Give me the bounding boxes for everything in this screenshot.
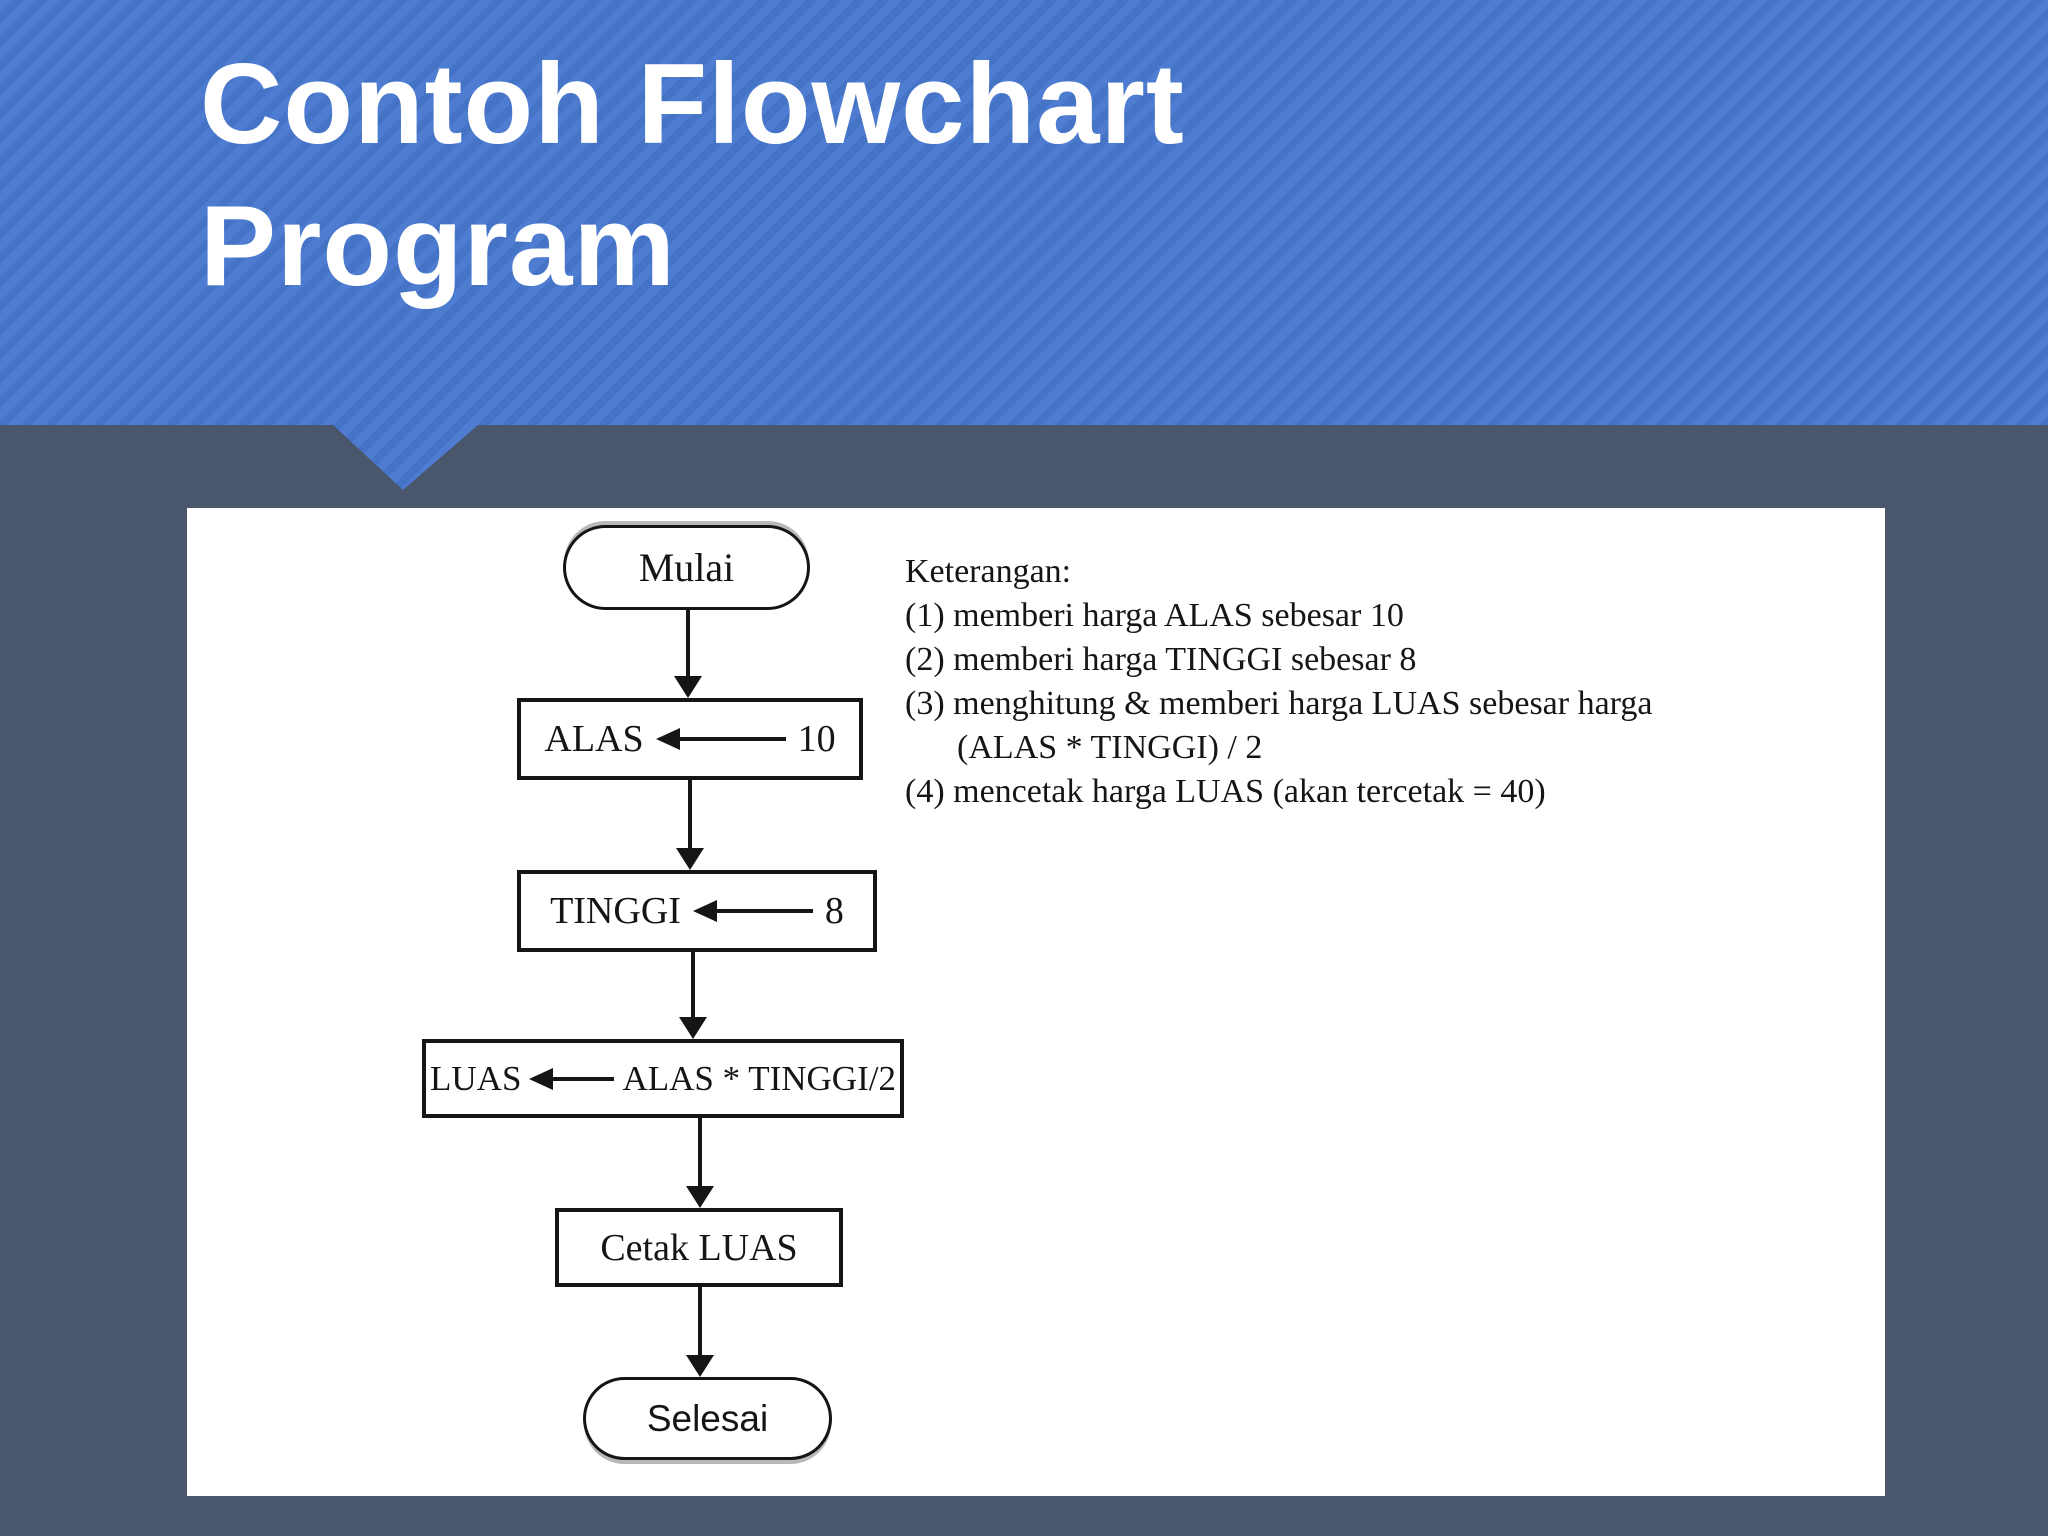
print-label: Cetak LUAS [600,1226,798,1269]
start-label: Mulai [638,545,735,590]
note-line: (2) memberi harga TINGGI sebesar 8 [905,641,1417,678]
slide-title-line2: Program [200,183,676,310]
arrow-shaft [691,952,695,1017]
arrow-head [679,1017,707,1039]
assign-arrow-icon [655,728,786,750]
assign-var: LUAS [430,1058,522,1098]
assign-arrow-icon [529,1067,615,1090]
notes-heading: Keterangan: [905,553,1072,590]
assign-var: ALAS [544,718,644,760]
slide-title: Contoh Flowchart Program [200,34,1185,318]
arrow-shaft [698,1118,702,1186]
arrow-shaft [686,610,690,678]
notes-block: Keterangan: (1) memberi harga ALAS sebes… [905,550,1835,814]
flowchart-terminal-end: Selesai [583,1377,832,1460]
assign-value: ALAS * TINGGI/2 [622,1058,896,1098]
flowchart-process-alas: ALAS 10 [517,698,863,780]
arrow-head [686,1186,714,1208]
flowchart-panel: Mulai ALAS 10 TINGGI 8 [187,508,1885,1496]
note-line: (ALAS * TINGGI) / 2 [957,729,1263,766]
flowchart-process-cetak-luas: Cetak LUAS [555,1208,843,1287]
arrow-shaft [698,1287,702,1355]
assign-var: TINGGI [550,890,681,932]
assign-value: 8 [824,890,844,932]
flowchart-process-luas: LUAS ALAS * TINGGI/2 [422,1039,904,1118]
end-label: Selesai [646,1397,769,1439]
note-line: (3) menghitung & memberi harga LUAS sebe… [905,685,1653,722]
arrow-shaft [688,780,692,848]
note-line: (4) mencetak harga LUAS (akan tercetak =… [905,773,1546,810]
arrow-head [686,1355,714,1377]
flowchart-process-tinggi: TINGGI 8 [517,870,877,952]
flowchart-terminal-start: Mulai [563,525,810,610]
assign-arrow-icon [692,900,813,922]
arrow-head [676,848,704,870]
slide-title-line1: Contoh Flowchart [200,41,1185,168]
slide-header: Contoh Flowchart Program [0,0,2048,490]
arrow-head [674,676,702,698]
assign-value: 10 [797,718,836,760]
note-line: (1) memberi harga ALAS sebesar 10 [905,597,1404,634]
